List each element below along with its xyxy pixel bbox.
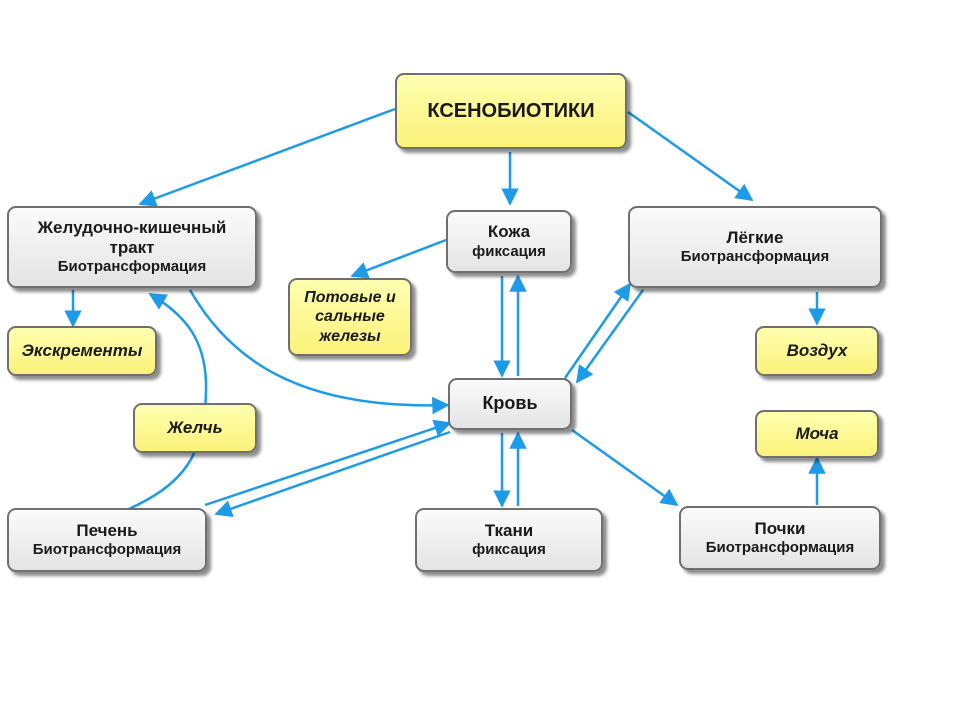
glands-node: Потовые и сальные железы	[288, 278, 412, 356]
tissues-label: Ткани	[484, 520, 534, 540]
excrements-label: Экскременты	[21, 340, 143, 360]
xenobiotics-label: КСЕНОБИОТИКИ	[427, 100, 595, 122]
air-node: Воздух	[755, 326, 879, 376]
arrow-blood-to-lungs	[563, 282, 632, 379]
kidneys-sublabel: Биотрансформация	[705, 539, 855, 557]
glands-label-line2: сальные	[315, 308, 385, 326]
arrow-liver-to-blood	[204, 419, 452, 507]
bile-label: Желчь	[167, 417, 223, 437]
kidneys-node: Почки Биотрансформация	[679, 506, 881, 570]
arrow-lungs-to-blood	[575, 289, 645, 384]
excrements-node: Экскременты	[7, 326, 157, 376]
air-label: Воздух	[786, 340, 848, 360]
urine-label: Моча	[795, 423, 839, 443]
bile-node: Желчь	[133, 403, 257, 453]
glands-label-line1: Потовые и	[304, 289, 396, 307]
glands-label-line3: железы	[319, 327, 381, 345]
xenobiotics-node: КСЕНОБИОТИКИ	[395, 73, 627, 149]
liver-node: Печень Биотрансформация	[7, 508, 207, 572]
blood-node: Кровь	[448, 378, 572, 430]
lungs-node: Лёгкие Биотрансформация	[628, 206, 882, 288]
urine-node: Моча	[755, 410, 879, 458]
liver-label: Печень	[76, 520, 138, 540]
arrow-blood-to-liver	[214, 430, 451, 518]
gi-tract-label-line2: тракт	[109, 238, 155, 257]
lungs-label: Лёгкие	[726, 227, 784, 247]
blood-label: Кровь	[482, 393, 538, 414]
skin-node: Кожа фиксация	[446, 210, 572, 273]
tissues-node: Ткани фиксация	[415, 508, 603, 572]
tissues-sublabel: фиксация	[472, 541, 546, 559]
skin-sublabel: фиксация	[472, 242, 546, 260]
arrow-skin-to-glands	[350, 238, 447, 279]
gi-tract-label-line1: Желудочно-кишечный	[37, 217, 227, 237]
skin-label: Кожа	[487, 222, 531, 242]
lungs-sublabel: Биотрансформация	[680, 248, 830, 266]
arrow-gi-to-blood	[188, 289, 450, 415]
liver-sublabel: Биотрансформация	[32, 541, 182, 559]
arrow-bile-to-gi	[121, 292, 208, 514]
gi-tract-sublabel: Биотрансформация	[57, 258, 207, 276]
kidneys-label: Почки	[754, 518, 806, 538]
gi-tract-node: Желудочно-кишечный тракт Биотрансформаци…	[7, 206, 257, 288]
arrow-blood-to-kidneys	[571, 428, 679, 507]
arrow-xeno-to-gi	[138, 107, 396, 207]
arrow-xeno-to-lungs	[627, 110, 754, 202]
